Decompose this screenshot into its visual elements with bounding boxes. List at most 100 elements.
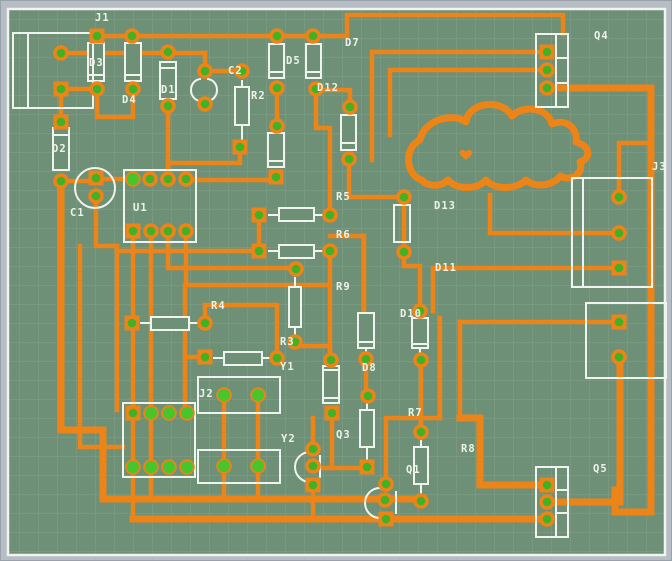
pad[interactable] [53,81,69,97]
D7-body[interactable] [340,114,357,151]
xtal-arc[interactable] [364,487,381,519]
D5-body[interactable] [268,43,285,79]
pad[interactable] [160,98,176,114]
pad[interactable] [161,405,177,421]
label-R5[interactable]: R5 [336,191,351,203]
pad[interactable] [413,424,429,440]
pad[interactable] [143,405,159,421]
pad[interactable] [360,388,376,404]
label-Q3[interactable]: Q3 [336,429,351,441]
label-J3[interactable]: J3 [652,161,667,173]
J3-lower[interactable] [585,302,667,379]
pad[interactable] [539,80,555,96]
pad[interactable] [269,350,285,366]
pad[interactable] [611,225,627,241]
label-R6[interactable]: R6 [336,229,351,241]
pad[interactable] [378,511,394,527]
pad[interactable] [143,459,159,475]
trace[interactable] [57,177,425,503]
pad[interactable] [89,28,105,44]
label-Q4[interactable]: Q4 [594,30,609,42]
pad[interactable] [250,458,266,474]
Y2-arc[interactable] [294,451,311,483]
R3-body[interactable] [288,286,302,328]
label-D3[interactable]: D3 [89,57,104,69]
pad[interactable] [305,28,321,44]
label-D4[interactable]: D4 [122,94,137,106]
res-body[interactable] [223,351,263,366]
trace[interactable] [487,192,622,236]
pad[interactable] [269,80,285,96]
label-D1[interactable]: D1 [161,84,176,96]
pad[interactable] [342,99,358,115]
label-D11[interactable]: D11 [435,262,457,274]
pad[interactable] [611,189,627,205]
pad[interactable] [251,243,267,259]
pad[interactable] [341,151,357,167]
pad[interactable] [268,169,284,185]
pad[interactable] [396,189,412,205]
pad[interactable] [323,352,339,368]
R5-body[interactable] [278,207,315,222]
pad[interactable] [539,494,555,510]
pad[interactable] [179,459,195,475]
label-R7[interactable]: R7 [408,407,423,419]
pad[interactable] [287,334,303,350]
pad[interactable] [160,223,176,239]
label-R3[interactable]: R3 [280,336,295,348]
R2-body[interactable] [234,86,250,126]
trace[interactable] [456,414,551,489]
trace[interactable] [313,86,333,218]
pad[interactable] [232,139,248,155]
pad[interactable] [178,171,194,187]
pad[interactable] [124,315,140,331]
J3-upper[interactable] [571,177,653,288]
Q4-tab[interactable] [555,33,569,108]
pad[interactable] [305,441,321,457]
pad[interactable] [143,223,159,239]
pad[interactable] [125,405,141,421]
label-D5[interactable]: D5 [286,55,301,67]
Q3-body[interactable] [359,409,375,448]
U1-ic[interactable] [123,169,197,243]
label-D12[interactable]: D12 [317,82,339,94]
C2-paren-left[interactable] [190,78,202,102]
label-C2[interactable]: C2 [228,65,243,77]
trace[interactable] [202,302,280,361]
D13-body[interactable] [393,204,411,243]
pad[interactable] [322,243,338,259]
pad[interactable] [305,458,321,474]
pad[interactable] [197,96,213,112]
pad[interactable] [250,387,266,403]
label-D2[interactable]: D2 [52,143,67,155]
Q5-tab[interactable] [555,466,569,538]
pad[interactable] [197,315,213,331]
label-J2[interactable]: J2 [199,388,214,400]
label-Y1[interactable]: Y1 [280,361,295,373]
label-J1[interactable]: J1 [95,12,110,24]
pad[interactable] [125,81,141,97]
label-R9[interactable]: R9 [336,281,351,293]
J2-upper[interactable] [197,376,281,414]
pad[interactable] [88,170,104,186]
pad[interactable] [324,405,340,421]
label-R4[interactable]: R4 [211,300,226,312]
pad[interactable] [53,173,69,189]
label-D8[interactable]: D8 [362,362,377,374]
pad[interactable] [197,63,213,79]
pad[interactable] [378,476,394,492]
R4-body[interactable] [150,316,190,331]
pad[interactable] [161,459,177,475]
pad[interactable] [539,44,555,60]
trace[interactable] [77,243,126,450]
label-Q5[interactable]: Q5 [593,463,608,475]
pad[interactable] [89,81,105,97]
pad[interactable] [413,493,429,509]
trace[interactable] [94,86,136,120]
label-D7[interactable]: D7 [345,37,360,49]
label-Y2[interactable]: Y2 [281,433,296,445]
trace[interactable] [327,233,367,316]
trace[interactable] [369,49,543,163]
trace[interactable] [430,265,622,314]
pad[interactable] [53,114,69,130]
